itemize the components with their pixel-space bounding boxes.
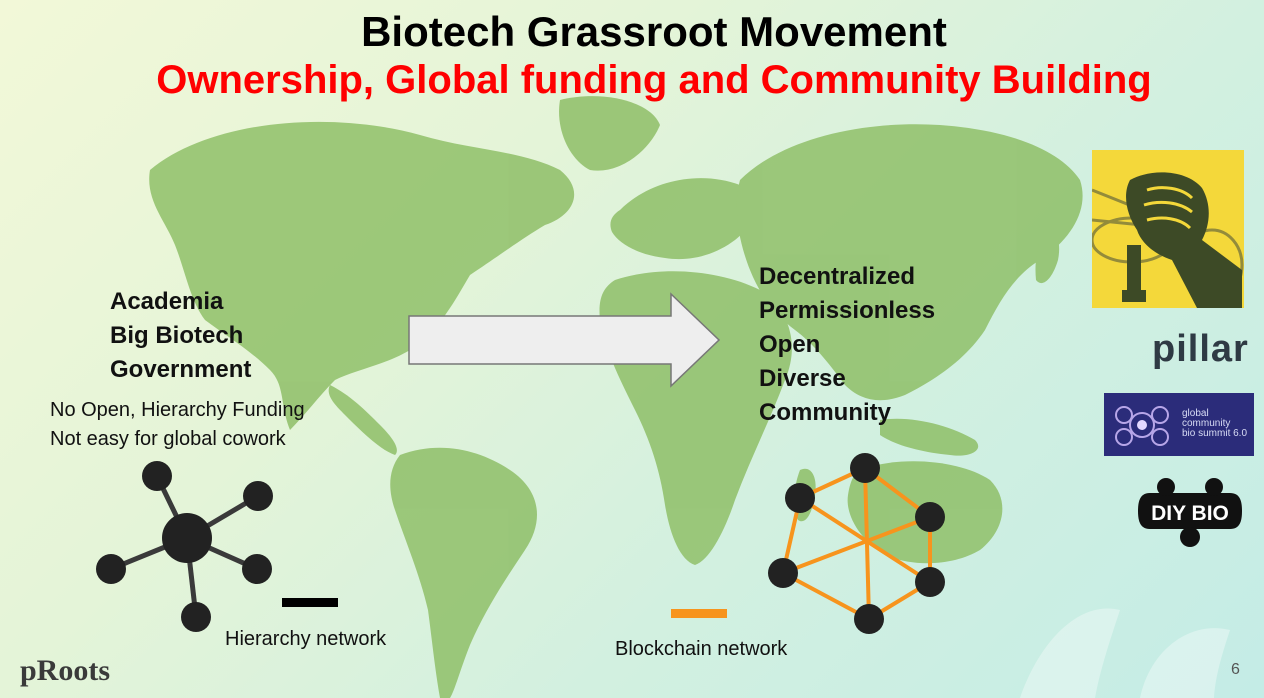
list-item: Community: [759, 399, 891, 426]
hierarchy-legend-swatch: [282, 598, 338, 607]
pillar-logo: pillar: [1152, 328, 1249, 370]
biohacker-fist-logo: [1092, 150, 1244, 308]
blockchain-legend-label: Blockchain network: [615, 638, 788, 660]
note-line: No Open, Hierarchy Funding: [50, 399, 305, 421]
summit-text: global community bio summit 6.0: [1182, 409, 1247, 439]
summit-line: global: [1182, 408, 1209, 419]
hierarchy-network-diagram: [96, 461, 273, 632]
list-item: Decentralized: [759, 263, 916, 290]
summit-line: community: [1182, 418, 1231, 429]
transition-arrow: [408, 292, 721, 388]
blockchain-legend-swatch: [671, 609, 727, 618]
note-line: Not easy for global cowork: [50, 428, 286, 450]
list-item: Permissionless: [759, 297, 936, 324]
grassroot-values-list: Decentralized Permissionless Open Divers…: [759, 260, 935, 430]
traditional-institutions-list: Academia Big Biotech Government: [110, 285, 251, 387]
blockchain-network-diagram: [768, 453, 945, 634]
list-item: Diverse: [759, 365, 846, 392]
slide-subtitle: Ownership, Global funding and Community …: [156, 58, 1152, 102]
list-item: Big Biotech: [110, 322, 244, 349]
diybio-logo-text: DIY BIO: [1151, 502, 1229, 525]
limitations-note: No Open, Hierarchy Funding Not easy for …: [50, 396, 305, 454]
brand-logo: pRoots: [20, 654, 111, 687]
list-item: Government: [110, 356, 252, 383]
list-item: Academia: [110, 288, 224, 315]
bio-summit-logo: global community bio summit 6.0: [1104, 393, 1254, 456]
summit-emblem-icon: [1115, 406, 1169, 446]
page-number: 6: [1231, 661, 1240, 678]
slide-title: Biotech Grassroot Movement: [361, 8, 947, 55]
summit-line: bio summit 6.0: [1182, 428, 1248, 439]
hierarchy-legend-label: Hierarchy network: [225, 628, 387, 650]
list-item: Open: [759, 331, 821, 358]
diybio-logo: DIY BIO: [1138, 478, 1242, 547]
